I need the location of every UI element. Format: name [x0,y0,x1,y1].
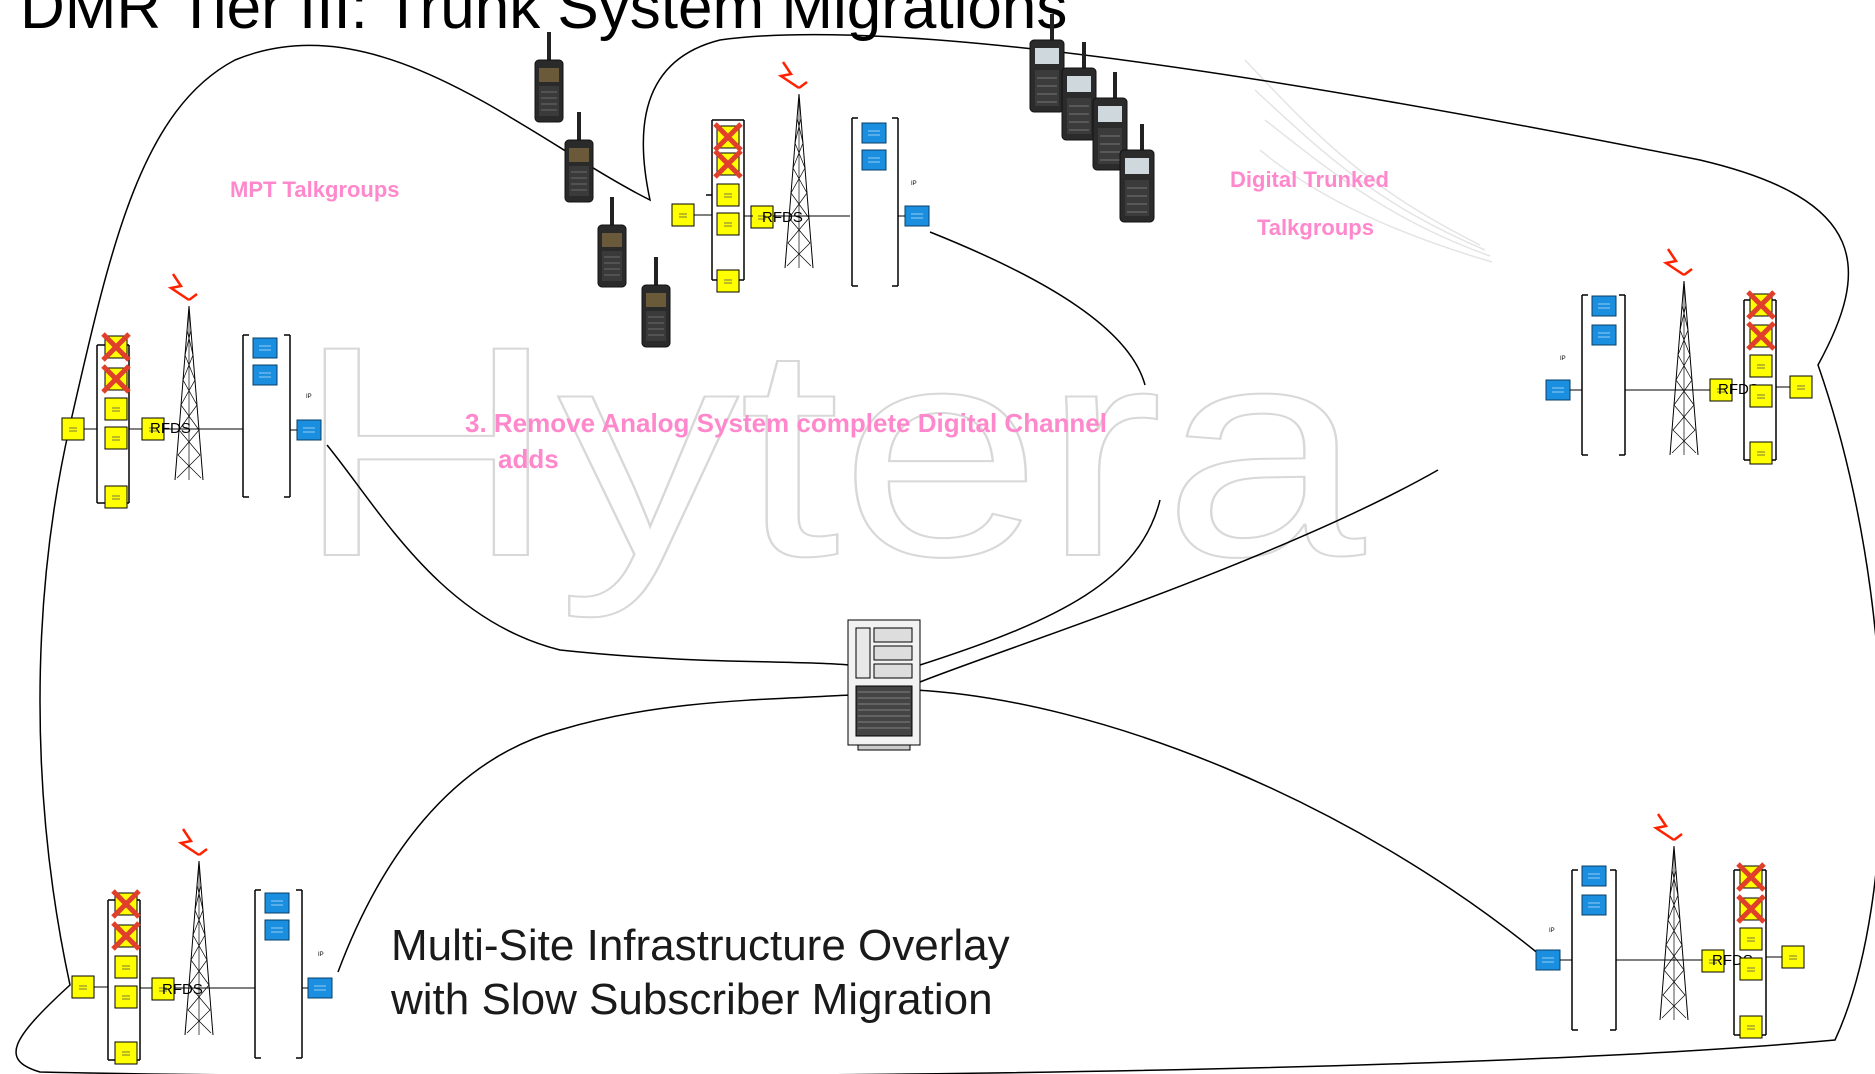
site-right: IP RFDS [1545,247,1813,465]
caption-line-1: Multi-Site Infrastructure Overlay [391,921,1010,970]
svg-text:IP: IP [1549,928,1555,934]
step-description-cont: adds [498,444,559,474]
antenna-tower [779,60,815,270]
site-bottom-left: RFDS IP [71,827,333,1065]
central-switch [847,619,921,751]
mpt-talkgroups-label: MPT Talkgroups [230,177,400,202]
svg-text:IP: IP [1560,356,1566,362]
svg-text:RFDS: RFDS [762,209,803,226]
step-description: 3. Remove Analog System complete Digital… [465,408,1107,438]
caption-line-2: with Slow Subscriber Migration [390,975,993,1024]
page-title: DMR Tier III: Trunk System Migrations [20,0,1067,42]
site-bottom-right: IP RFDS [1535,812,1805,1039]
site-left: RFDS IP [61,272,322,509]
watermark-wing [1244,59,1493,263]
talkgroups-label: Talkgroups [1257,215,1374,240]
network-loop [15,33,1875,1074]
watermark-logo: Hytera [295,283,1367,621]
removed-analog-channel [715,151,741,177]
ip-gateway [904,205,930,227]
switch-links [326,231,1541,973]
digital-radios [1029,13,1155,223]
svg-text:RFDS: RFDS [162,981,203,998]
svg-text:IP: IP [911,181,917,187]
svg-text:RFDS: RFDS [1718,381,1759,398]
digital-trunked-label: Digital Trunked [1230,167,1389,192]
svg-text:IP: IP [306,394,312,400]
svg-text:IP: IP [318,952,324,958]
site-top-center: RFDS IP [671,60,930,293]
removed-analog-channel [715,124,741,150]
